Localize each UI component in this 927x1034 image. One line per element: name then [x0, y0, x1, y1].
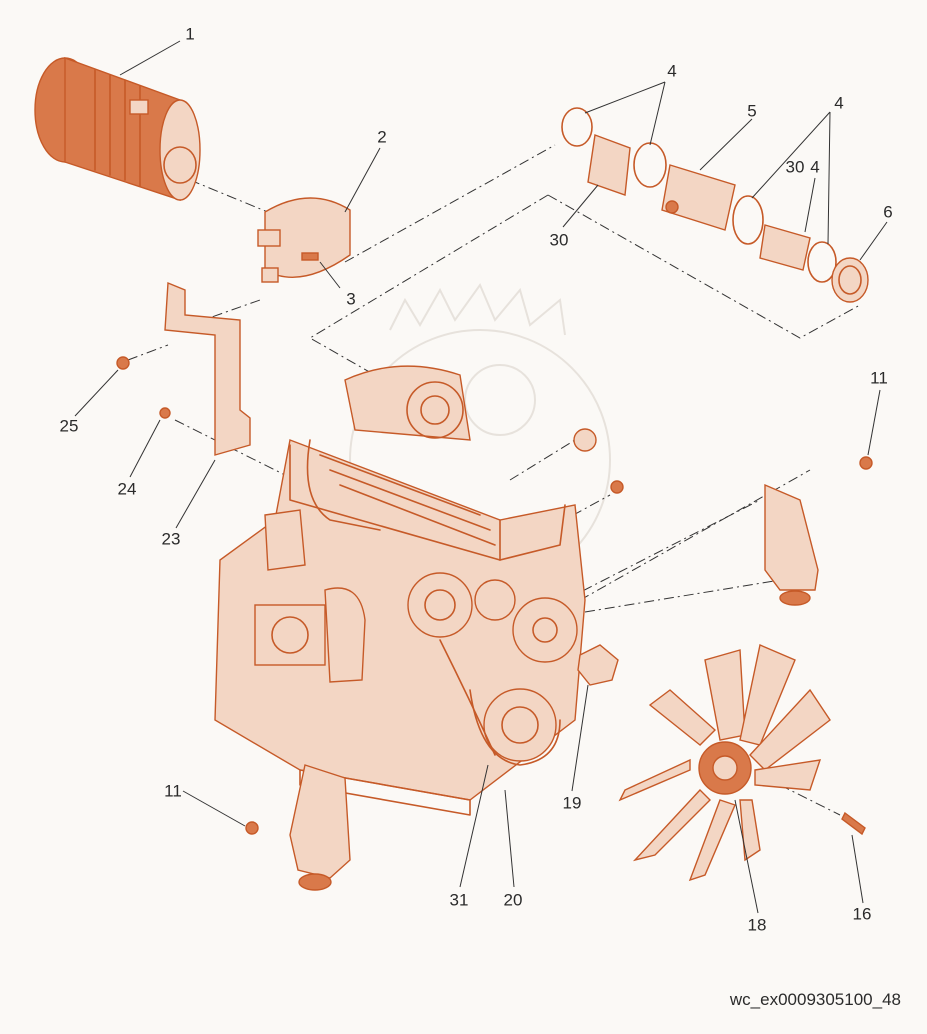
callout-5: 5	[747, 101, 757, 121]
engine-mount-left	[245, 764, 351, 891]
callout-25: 25	[59, 416, 79, 436]
engine	[214, 365, 624, 816]
fan	[618, 644, 866, 882]
callout-31: 31	[449, 890, 469, 910]
callout-19: 19	[562, 793, 582, 813]
callout-16: 16	[852, 904, 872, 924]
callout-3: 3	[346, 289, 356, 309]
air-cleaner	[34, 56, 201, 201]
mounting-bracket	[116, 281, 251, 456]
callout-4c: 4	[810, 157, 820, 177]
callout-6: 6	[883, 202, 893, 222]
callout-11b: 11	[164, 781, 182, 801]
callout-2: 2	[377, 127, 387, 147]
callout-11a: 11	[870, 368, 888, 388]
band-clamp	[257, 197, 351, 283]
leader-lines	[74, 40, 888, 914]
callout-30a: 30	[549, 230, 569, 250]
callout-4a: 4	[667, 61, 677, 81]
callout-30b: 30	[785, 157, 805, 177]
callout-24: 24	[117, 479, 137, 499]
callout-18: 18	[747, 915, 767, 935]
callout-4b: 4	[834, 93, 844, 113]
intake-hose-assembly	[561, 107, 869, 303]
callout-23: 23	[161, 529, 181, 549]
engine-mount-right	[764, 456, 873, 606]
document-code: wc_ex0009305100_48	[729, 990, 901, 1009]
callout-20: 20	[503, 890, 523, 910]
callout-1: 1	[185, 24, 195, 44]
